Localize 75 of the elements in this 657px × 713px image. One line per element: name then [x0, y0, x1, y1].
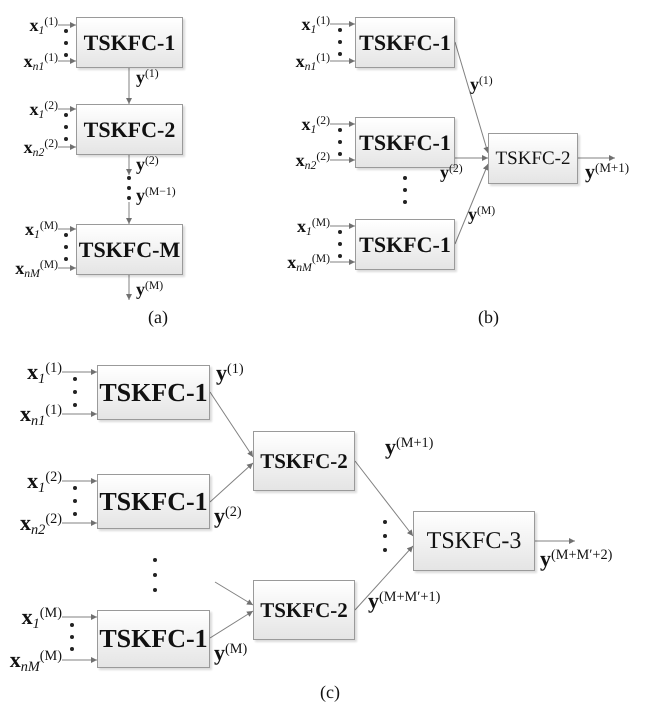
subfigure-caption: (a) [148, 308, 168, 326]
arrow [330, 121, 356, 127]
arrow [62, 411, 98, 417]
arrow [210, 392, 254, 458]
arrow [62, 369, 98, 375]
process-box [413, 511, 535, 571]
box-label: TSKFC-1 [359, 132, 451, 154]
arrow [214, 582, 254, 606]
subfigure-caption: (c) [320, 683, 340, 701]
arrow [330, 58, 356, 64]
box-label: TSKFC-2 [496, 149, 570, 168]
arrow [58, 22, 76, 28]
arrow [58, 226, 76, 232]
box-label: TSKFC-1 [99, 380, 208, 406]
process-box [76, 224, 183, 275]
edge-label: y$^{(M+M′+2)}$ [540, 548, 612, 570]
process-box [355, 17, 455, 68]
process-box [253, 580, 355, 640]
arrow [58, 265, 76, 271]
arrow [454, 155, 488, 161]
process-box [488, 133, 578, 184]
subfigure-caption: (b) [478, 308, 499, 326]
arrow [534, 538, 576, 544]
arrow [62, 520, 98, 526]
arrow [62, 657, 98, 663]
edge-label: y$^{(M+1)}$ [585, 162, 630, 182]
arrow [578, 155, 616, 161]
box-label: TSKFC-1 [84, 32, 176, 54]
box-label: TSKFC-1 [359, 234, 451, 256]
edge-label: y$^{(2)}$ [440, 163, 463, 181]
edge-label: y$^{(M)}$ [468, 205, 496, 223]
process-box [97, 365, 210, 420]
edge-label: y$^{(M−1)}$ [136, 186, 176, 204]
process-box [97, 610, 210, 668]
arrow [58, 144, 76, 150]
arrow [330, 259, 356, 265]
box-label: TSKFC-1 [99, 488, 208, 514]
arrow [354, 460, 414, 536]
process-box [355, 219, 455, 270]
box-label: TSKFC-1 [359, 32, 451, 54]
arrow [210, 610, 254, 638]
arrow [126, 68, 132, 104]
arrow [330, 223, 356, 229]
edge-label: y$^{(2)}$ [136, 155, 159, 173]
edge-label: y$^{(1)}$ [216, 362, 244, 384]
process-box [76, 17, 183, 68]
edge-label: y$^{(2)}$ [214, 505, 242, 527]
edge-label: y$^{(M)}$ [214, 642, 248, 664]
arrow [210, 462, 254, 502]
arrow [354, 546, 414, 610]
arrow [58, 58, 76, 64]
process-box [76, 104, 183, 155]
arrow [126, 202, 132, 224]
arrow [330, 157, 356, 163]
process-box [97, 474, 210, 529]
box-label: TSKFC-M [78, 238, 180, 260]
arrow [62, 478, 98, 484]
box-label: TSKFC-3 [426, 529, 522, 553]
arrow [454, 42, 490, 154]
arrow [62, 614, 98, 620]
box-label: TSKFC-2 [260, 600, 348, 620]
arrow [454, 164, 488, 244]
arrow [330, 21, 356, 27]
edge-label: y$^{(1)}$ [470, 75, 493, 93]
box-label: TSKFC-1 [99, 626, 208, 652]
edge-label: y$^{(M+M′+1)}$ [368, 590, 440, 612]
process-box [253, 431, 355, 491]
edge-label: y$^{(M)}$ [136, 280, 164, 298]
edge-label: y$^{(1)}$ [136, 68, 159, 86]
arrow [58, 106, 76, 112]
edge-label: y$^{(M+1)}$ [385, 436, 434, 458]
arrow [126, 154, 132, 176]
box-label: TSKFC-2 [84, 118, 176, 140]
box-label: TSKFC-2 [260, 450, 348, 472]
arrow [126, 274, 132, 300]
